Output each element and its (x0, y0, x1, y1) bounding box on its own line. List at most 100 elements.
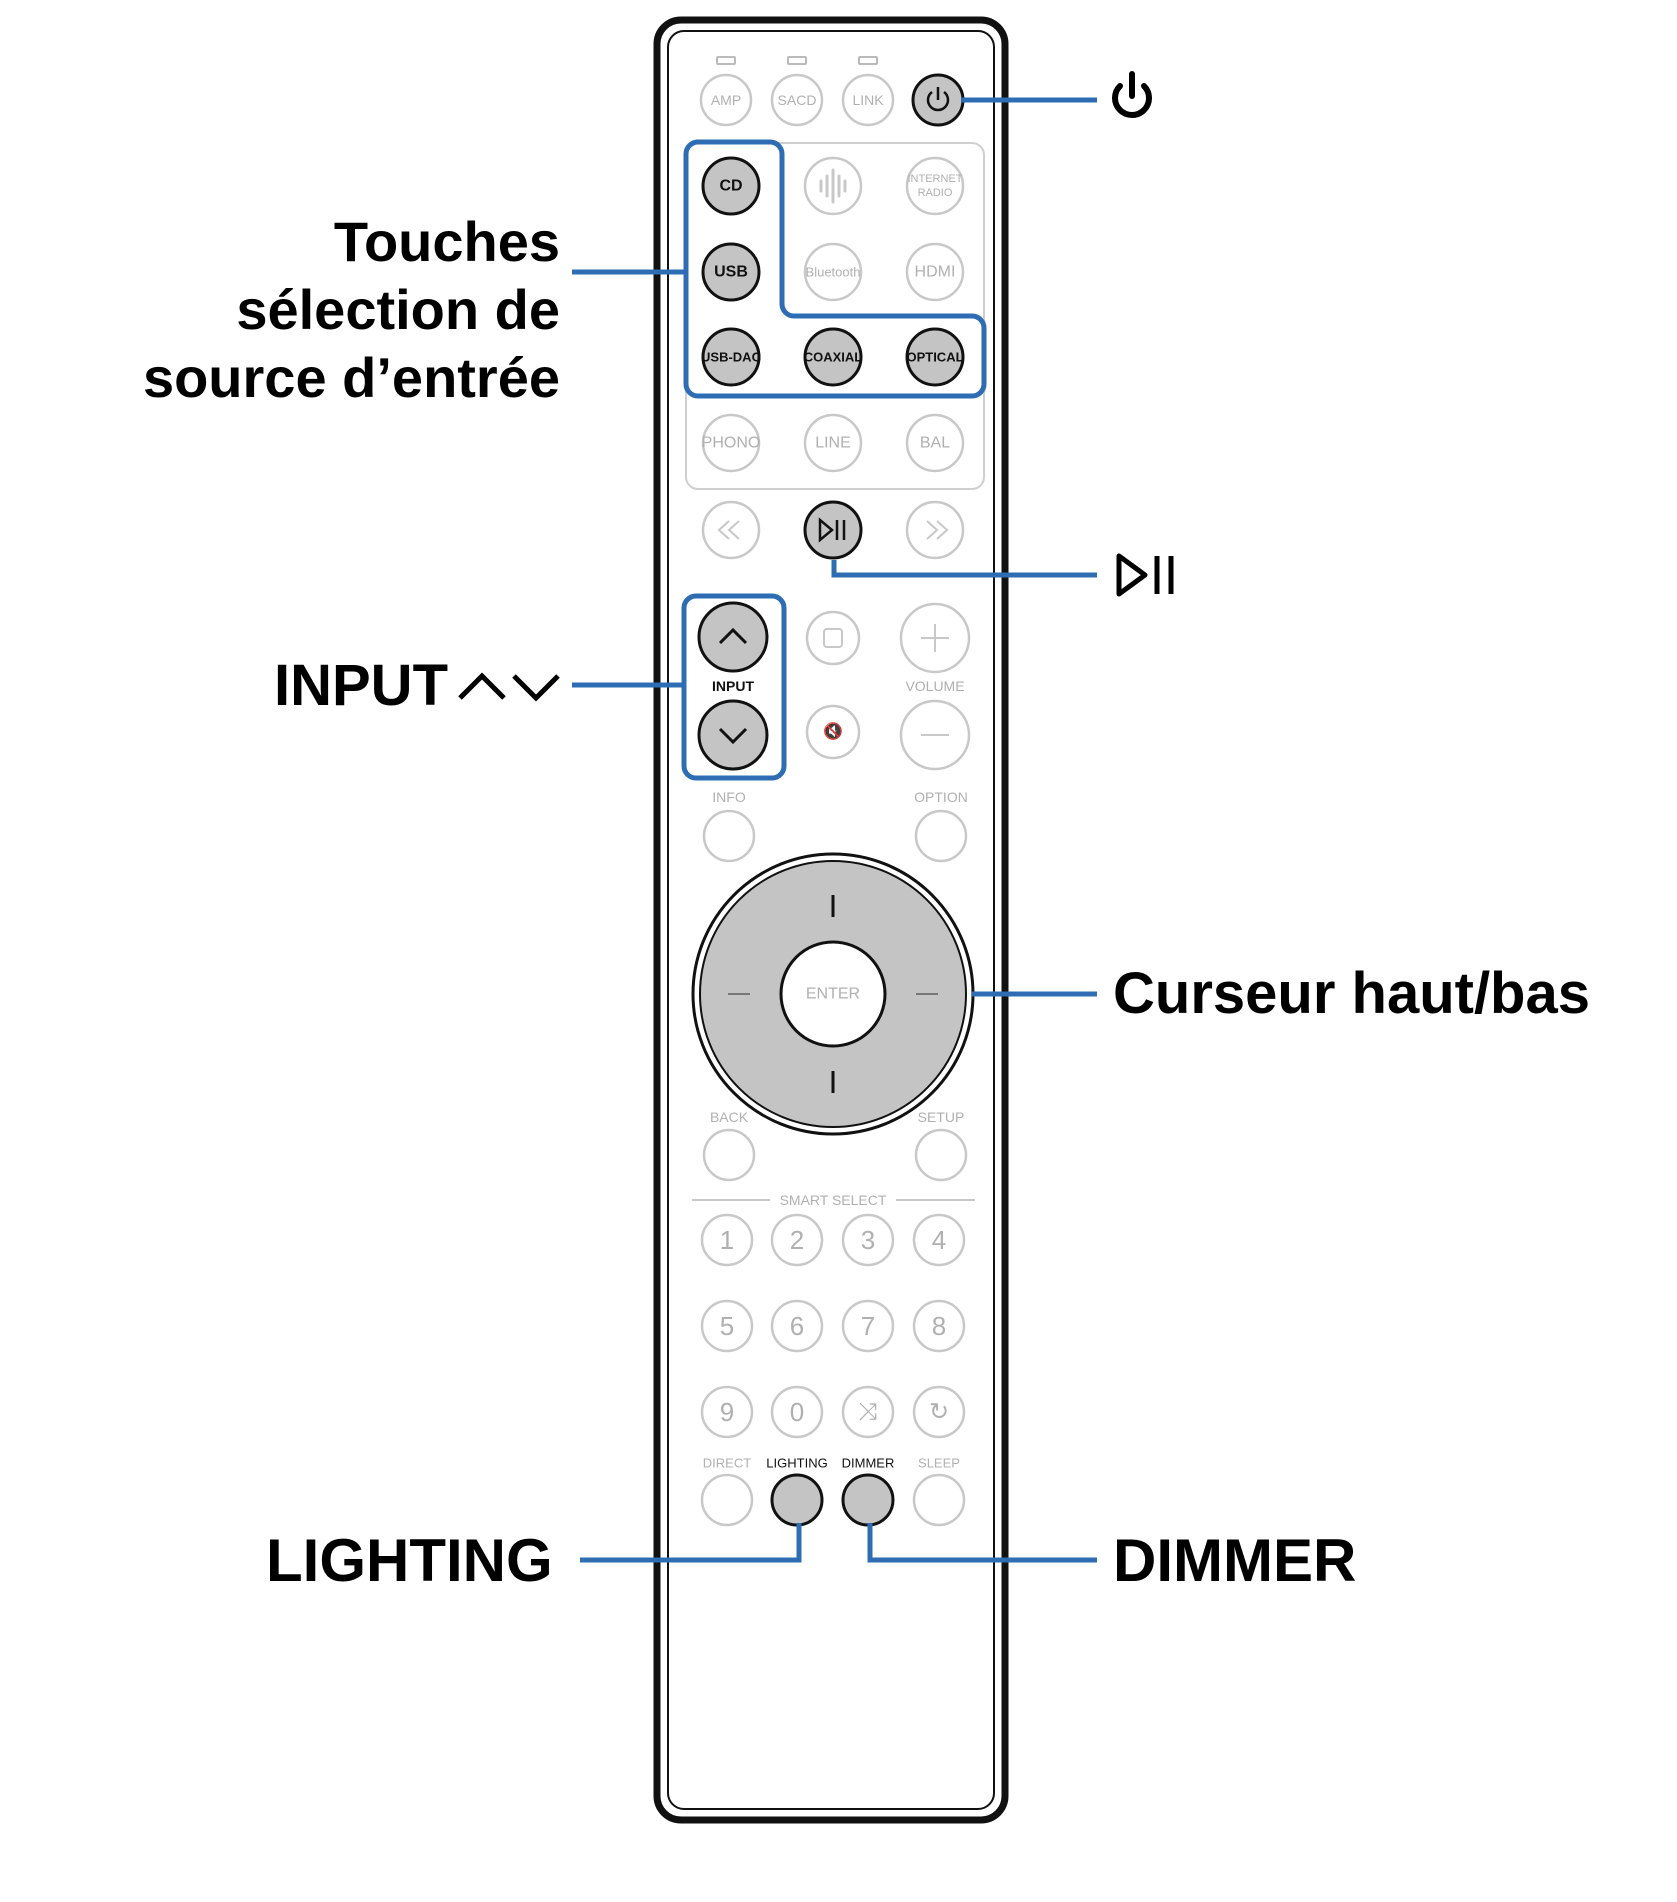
source-button-line[interactable]: LINE (803, 413, 863, 473)
source-button-cd[interactable]: CD (701, 156, 761, 216)
number-button-1[interactable]: 1 (700, 1213, 754, 1267)
sleep-button-shape (912, 1473, 966, 1527)
mode-label-sacd: SACD (778, 92, 817, 108)
enter-button[interactable]: ENTER (779, 940, 887, 1048)
number-button-1-shape (700, 1213, 754, 1267)
back-button-shape (702, 1128, 756, 1182)
number-button-7-shape (841, 1299, 895, 1353)
number-button-4[interactable]: 4 (912, 1213, 966, 1267)
previous-button[interactable] (701, 500, 761, 560)
source-button-usb-dac[interactable]: USB-DAC (701, 327, 762, 387)
next-button-shape (905, 500, 965, 560)
source-button-bal-label: BAL (920, 435, 950, 452)
input-down-button[interactable] (697, 699, 769, 771)
volume-down-button[interactable] (899, 699, 971, 771)
number-button-5[interactable]: 5 (700, 1299, 754, 1353)
input-up-button[interactable] (697, 601, 769, 673)
volume-up-button[interactable] (899, 602, 971, 674)
number-label-3: 3 (861, 1225, 875, 1255)
mode-button-link[interactable]: LINK (841, 73, 895, 127)
source-button-internet-radio-shape (905, 156, 965, 216)
source-button-usb-dac-label: USB-DAC (701, 350, 762, 365)
mode-label-amp: AMP (711, 92, 741, 108)
source-button-phono[interactable]: PHONO (702, 413, 761, 473)
input-up-button-shape (697, 601, 769, 673)
dimmer-button[interactable] (841, 1473, 895, 1527)
random-button-shape (841, 1385, 895, 1439)
source-keys-line-2: sélection de (236, 278, 560, 341)
stop-button-shape (805, 610, 861, 666)
number-label-9: 9 (720, 1397, 734, 1427)
number-label-5: 5 (720, 1311, 734, 1341)
info-button[interactable] (702, 809, 756, 863)
source-keys-line-1: Touches (333, 210, 560, 273)
input-label: INPUT (712, 678, 754, 694)
source-button-usb-label: USB (714, 264, 748, 281)
stop-button[interactable] (805, 610, 861, 666)
number-button-3[interactable]: 3 (841, 1213, 895, 1267)
power-icon (1112, 71, 1152, 119)
number-label-2: 2 (790, 1225, 804, 1255)
play-pause-icon (1116, 553, 1174, 597)
sacd-led (787, 56, 807, 65)
number-button-6[interactable]: 6 (770, 1299, 824, 1353)
repeat-icon: ↻ (929, 1399, 949, 1426)
source-button-line-shape (803, 413, 863, 473)
option-label: OPTION (914, 789, 968, 805)
link-led (858, 56, 878, 65)
play-callout-line (831, 560, 1097, 578)
number-label-0: 0 (790, 1397, 804, 1427)
number-label-6: 6 (790, 1311, 804, 1341)
number-button-9[interactable]: 9 (700, 1385, 754, 1439)
bottom-label-dimmer: DIMMER (842, 1456, 895, 1471)
next-button[interactable] (905, 500, 965, 560)
random-button[interactable]: ⤨ (841, 1385, 895, 1439)
number-button-8[interactable]: 8 (912, 1299, 966, 1353)
number-button-7[interactable]: 7 (841, 1299, 895, 1353)
direct-button[interactable] (700, 1473, 754, 1527)
source-button-bal[interactable]: BAL (905, 413, 965, 473)
source-button-coaxial[interactable]: COAXIAL (803, 327, 863, 387)
lighting-callout-line (580, 1523, 802, 1563)
enter-label: ENTER (806, 986, 860, 1003)
source-keys-callout: Touches sélection de source d’entrée (143, 208, 560, 412)
setup-button[interactable] (914, 1128, 968, 1182)
source-button-bluetooth[interactable]: Bluetooth (803, 242, 863, 302)
dimmer-callout-line (867, 1523, 1097, 1563)
remote-body-inner (667, 30, 995, 1810)
lighting-button[interactable] (770, 1473, 824, 1527)
cursor-pad[interactable]: ENTER (691, 852, 975, 1136)
number-button-0[interactable]: 0 (770, 1385, 824, 1439)
repeat-button[interactable]: ↻ (912, 1385, 966, 1439)
source-button-usb[interactable]: USB (701, 242, 761, 302)
amp-led (716, 56, 736, 65)
source-button-hdmi[interactable]: HDMI (905, 242, 965, 302)
number-label-4: 4 (932, 1225, 946, 1255)
number-button-2[interactable]: 2 (770, 1213, 824, 1267)
play-icon (818, 517, 834, 543)
info-label: INFO (712, 789, 746, 805)
mode-button-amp[interactable]: AMP (699, 73, 753, 127)
previous-button-shape (701, 500, 761, 560)
source-button-optical[interactable]: OPTICAL (905, 327, 965, 387)
mode-button-sacd[interactable]: SACD (770, 73, 824, 127)
number-label-8: 8 (932, 1311, 946, 1341)
mute-button[interactable]: 🔇 (805, 704, 861, 760)
dimmer-button-shape (841, 1473, 895, 1527)
number-label-1: 1 (720, 1225, 734, 1255)
option-button[interactable] (914, 809, 968, 863)
source-button-hdmi-label: HDMI (915, 264, 956, 281)
back-button[interactable] (702, 1128, 756, 1182)
sleep-button[interactable] (912, 1473, 966, 1527)
play-pause-callout (1115, 550, 1179, 605)
next-button-icon (936, 520, 949, 540)
power-button[interactable] (911, 73, 965, 127)
dimmer-callout: DIMMER (1113, 1527, 1357, 1594)
number-button-2-shape (770, 1213, 824, 1267)
source-button-heos-icon[interactable] (803, 156, 863, 216)
play-pause-button[interactable] (803, 500, 863, 560)
source-button-hdmi-shape (905, 242, 965, 302)
mute-icon: 🔇 (823, 722, 843, 741)
stop-icon (823, 628, 843, 648)
